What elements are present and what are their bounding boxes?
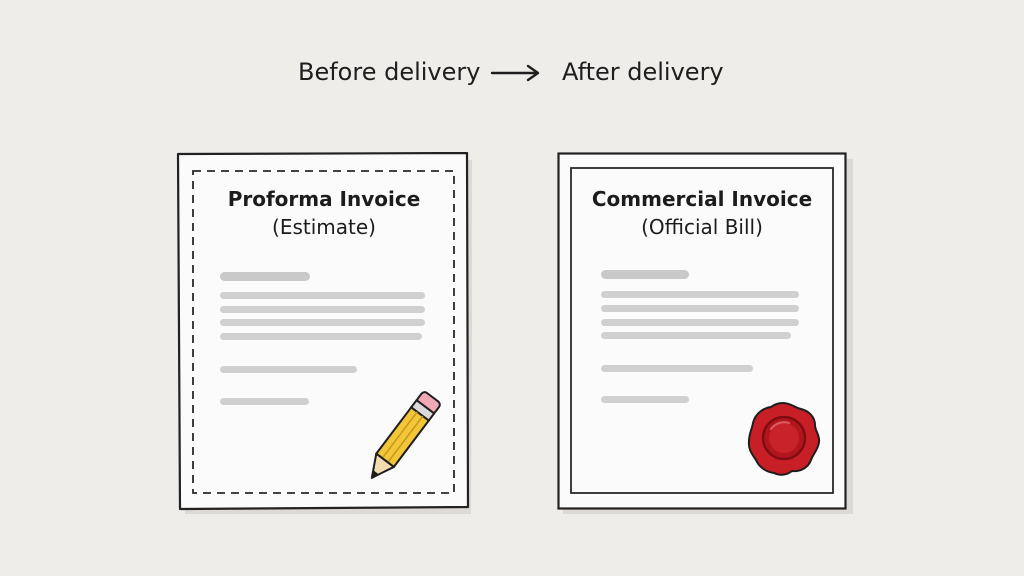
placeholder-line <box>220 272 310 281</box>
placeholder-line <box>220 366 357 373</box>
header: Before delivery After delivery <box>0 56 1024 90</box>
commercial-invoice-subtitle: (Official Bill) <box>641 215 763 239</box>
proforma-invoice-title: Proforma Invoice <box>227 187 421 211</box>
proforma-invoice-subtitle: (Estimate) <box>272 215 376 239</box>
placeholder-line <box>220 333 422 340</box>
proforma-invoice-document: Proforma Invoice (Estimate) <box>176 152 472 514</box>
after-delivery-label: After delivery <box>562 58 724 86</box>
wax-seal-icon <box>747 402 821 476</box>
placeholder-line <box>601 365 753 372</box>
placeholder-line <box>601 396 689 403</box>
right-arrow-icon <box>490 64 540 82</box>
placeholder-line <box>601 332 791 339</box>
placeholder-line <box>601 270 689 279</box>
placeholder-line <box>220 319 425 326</box>
placeholder-line <box>601 319 799 326</box>
placeholder-line <box>220 306 425 313</box>
placeholder-line <box>601 305 799 312</box>
commercial-invoice-title: Commercial Invoice <box>591 187 813 211</box>
pencil-icon <box>370 391 441 479</box>
placeholder-line <box>220 398 309 405</box>
placeholder-line <box>601 291 799 298</box>
before-delivery-label: Before delivery <box>298 58 481 86</box>
placeholder-line <box>220 292 425 299</box>
commercial-invoice-document: Commercial Invoice (Official Bill) <box>557 152 853 514</box>
